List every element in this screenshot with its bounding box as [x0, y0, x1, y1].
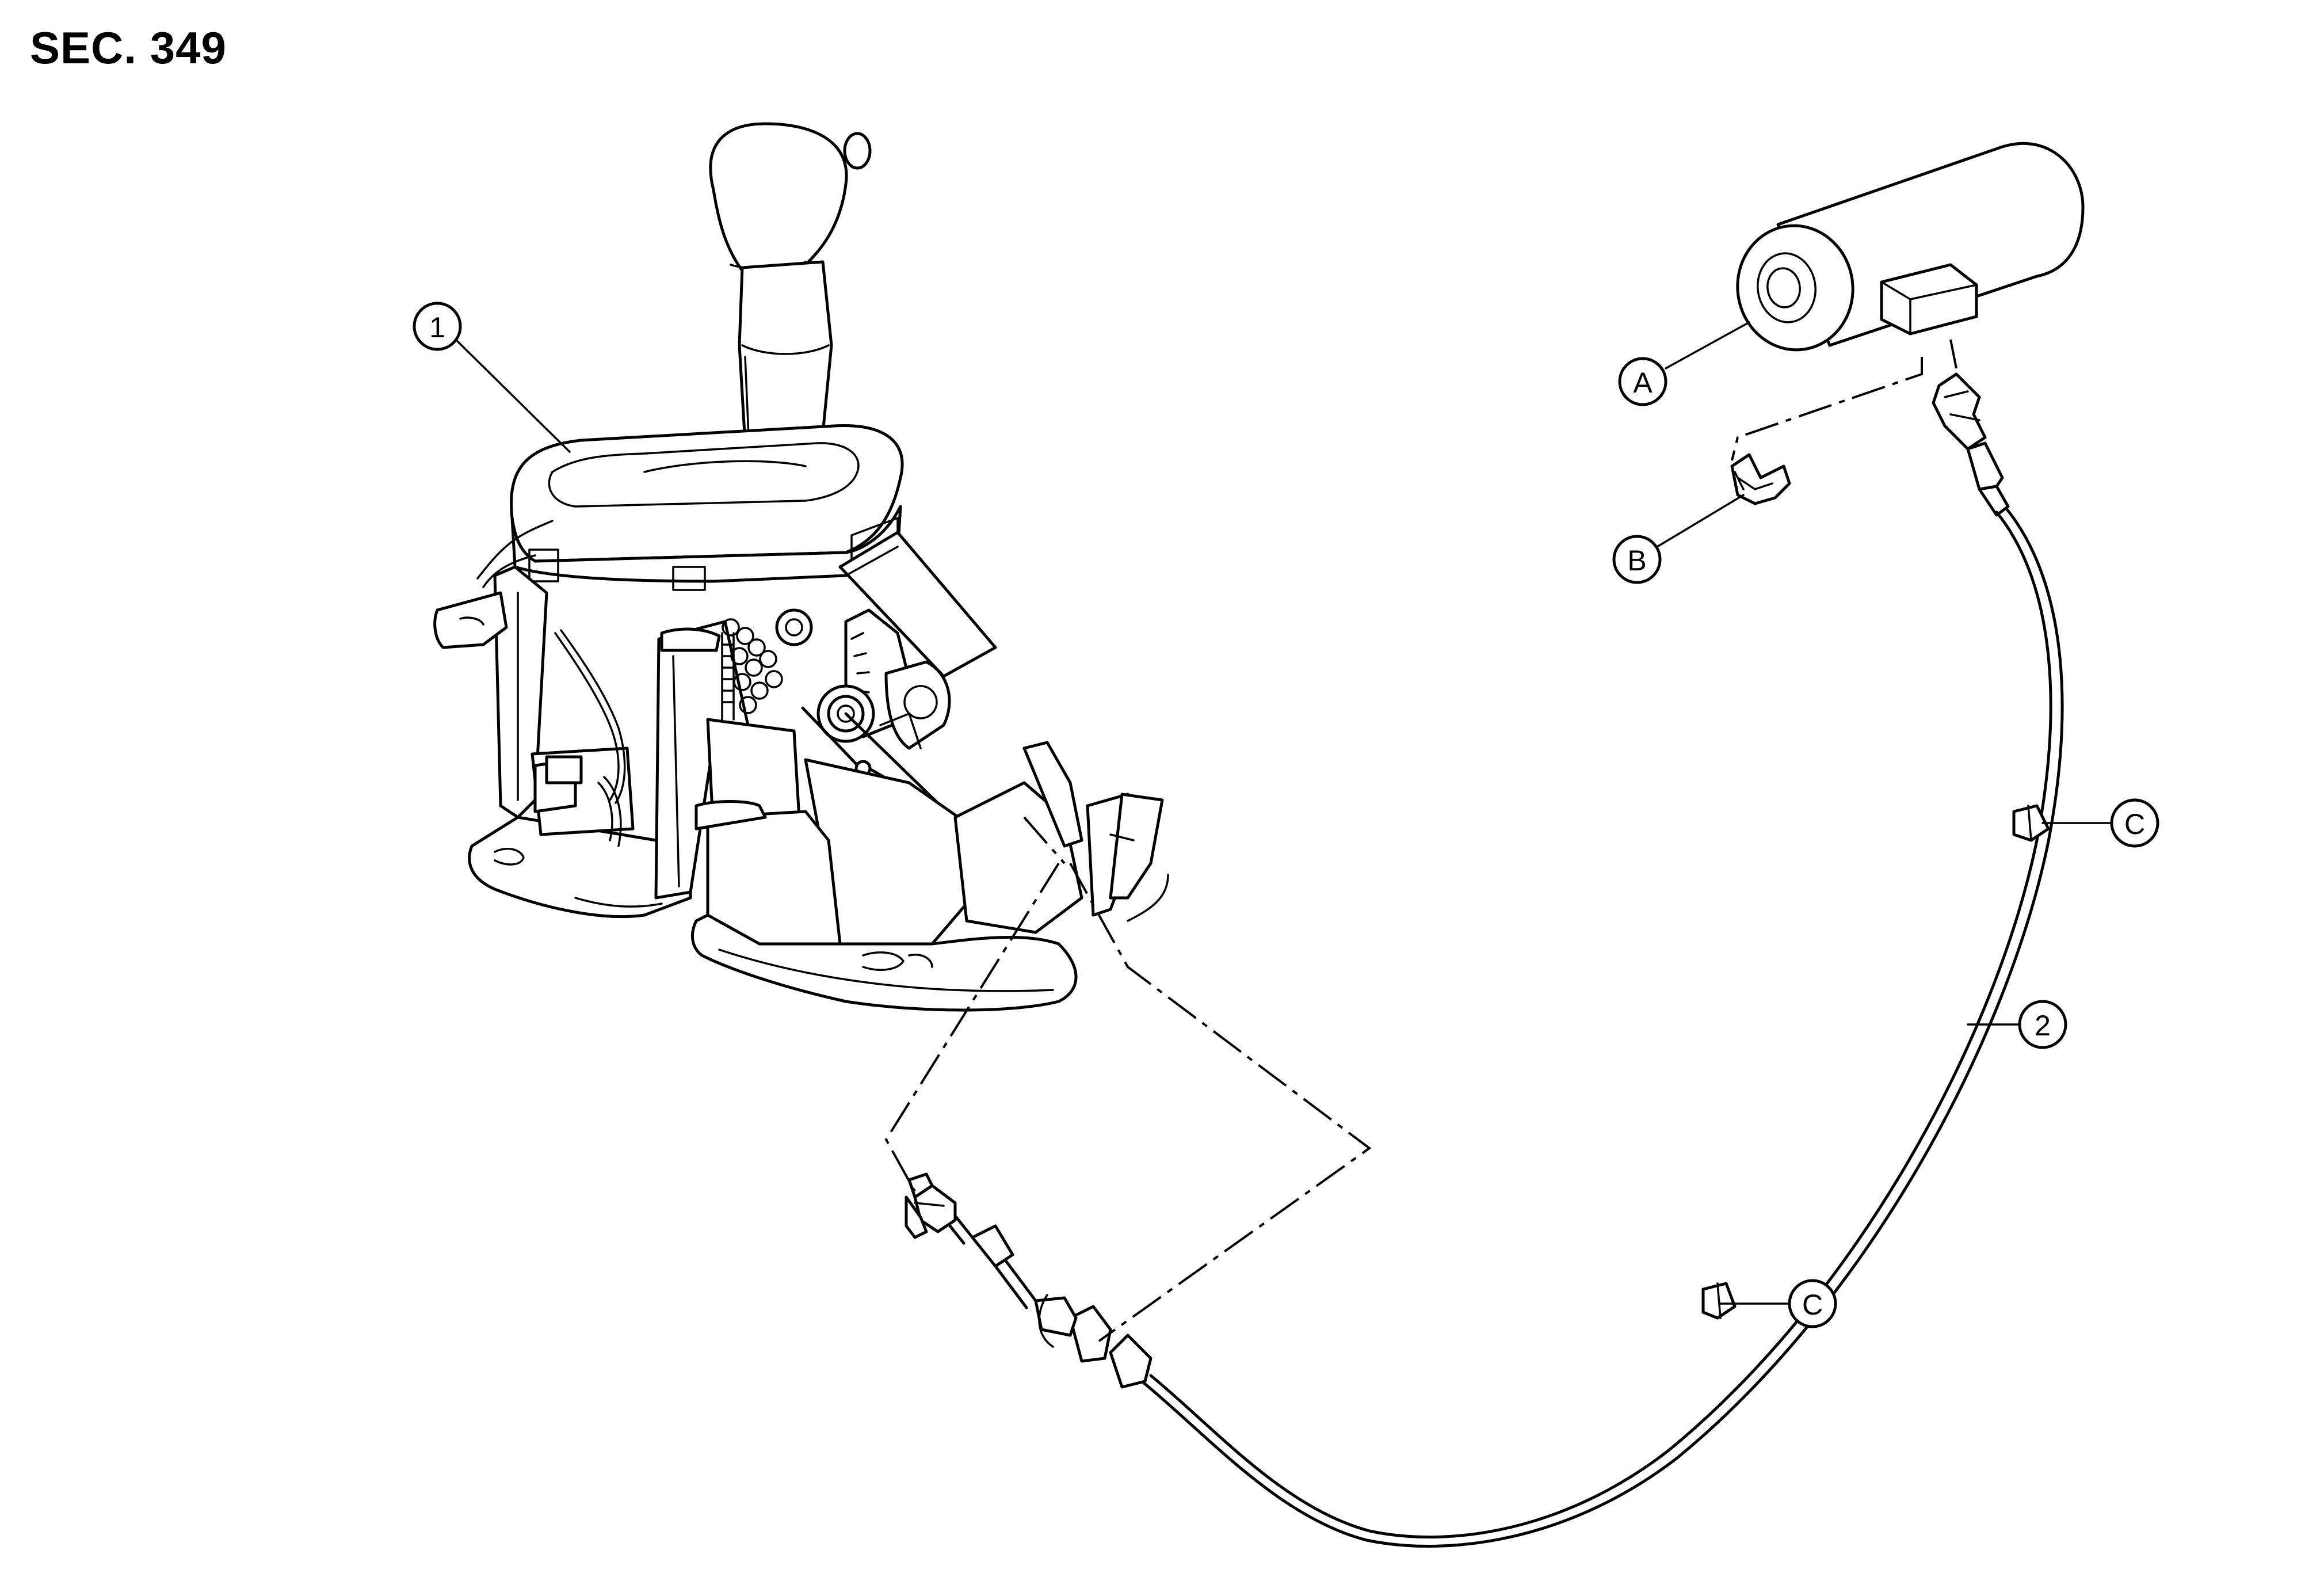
shift-lever-assembly	[433, 122, 1169, 1012]
lock-plate	[1730, 453, 1791, 505]
leader-lines	[455, 321, 2113, 1305]
callout-a: A	[1618, 357, 1667, 406]
callout-c-upper: C	[2110, 798, 2159, 848]
callout-1-label: 1	[429, 311, 445, 344]
connection-lines	[884, 339, 1957, 1342]
callout-c-upper-label: C	[2124, 808, 2145, 840]
callout-c-lower: C	[1788, 1279, 1837, 1328]
section-label: SEC. 349	[30, 22, 227, 73]
key-interlock-cable	[905, 372, 2064, 1548]
callout-b-label: B	[1627, 544, 1646, 577]
callout-2-label: 2	[2035, 1010, 2051, 1042]
callout-c-lower-label: C	[1802, 1289, 1823, 1321]
callout-2: 2	[2018, 1000, 2067, 1049]
callout-1: 1	[413, 302, 462, 351]
callout-b: B	[1612, 535, 1662, 584]
callout-a-label: A	[1633, 367, 1653, 399]
key-cylinder	[1736, 142, 2085, 352]
